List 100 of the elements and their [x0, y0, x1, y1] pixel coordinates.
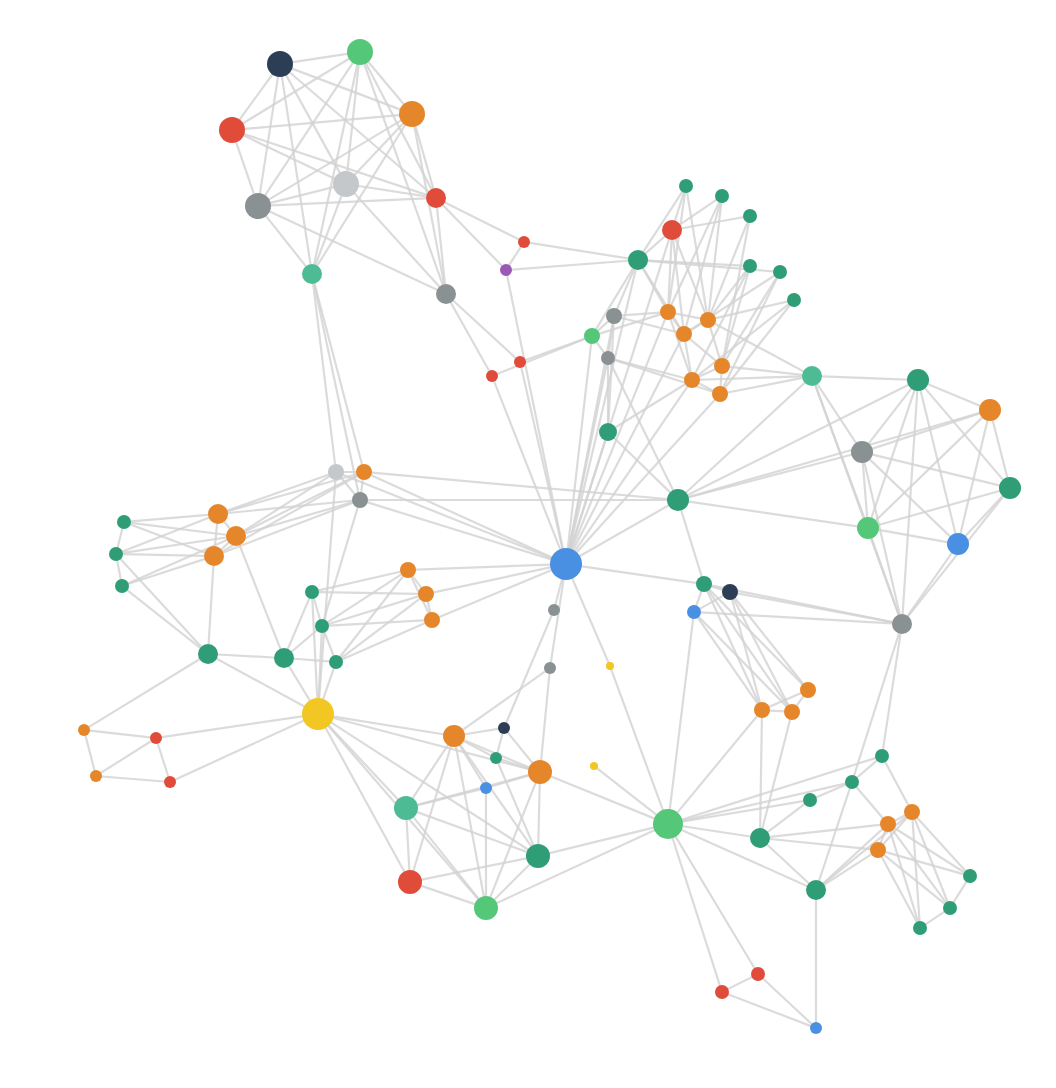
node-dot [870, 842, 886, 858]
node-dot [773, 265, 787, 279]
link-line [405, 818, 411, 872]
link-line [238, 544, 282, 650]
link-line [901, 389, 919, 616]
link-line [822, 815, 907, 885]
link-line [493, 380, 562, 551]
link-line [326, 573, 403, 624]
node-dot [329, 655, 343, 669]
node-dot [226, 526, 246, 546]
link-line [880, 855, 918, 923]
link-line [906, 551, 953, 617]
link-line [795, 695, 805, 707]
link-line [596, 320, 610, 332]
link-line [863, 461, 901, 616]
link-line [671, 837, 721, 987]
link-line [339, 575, 405, 658]
link-line [528, 241, 630, 260]
link-line [722, 221, 750, 360]
link-line [505, 614, 553, 724]
node-dot [164, 776, 176, 788]
link-line [713, 322, 805, 373]
link-line [874, 416, 984, 522]
link-line [881, 632, 902, 751]
link-line [680, 216, 745, 230]
link-line [463, 739, 531, 769]
link-line [668, 191, 687, 306]
link-line [867, 387, 913, 445]
link-line [342, 473, 553, 560]
link-line [269, 197, 428, 207]
link-line [364, 62, 433, 191]
node-dot [424, 612, 440, 628]
node-dot [436, 284, 456, 304]
node-dot [751, 967, 765, 981]
link-line [323, 631, 335, 657]
link-line [911, 818, 921, 923]
link-line [540, 672, 551, 762]
link-line [291, 52, 349, 64]
link-line [238, 73, 274, 121]
link-line [687, 453, 853, 499]
node-dot [806, 880, 826, 900]
link-line [548, 826, 655, 855]
link-line [708, 588, 804, 686]
node-dot [394, 796, 418, 820]
link-line [127, 538, 228, 585]
link-line [686, 383, 910, 497]
link-line [668, 617, 695, 811]
link-line [414, 563, 552, 571]
link-line [449, 301, 491, 372]
node-dot [514, 356, 526, 368]
node-dot [857, 517, 879, 539]
link-line [723, 304, 791, 389]
link-line [268, 119, 402, 201]
link-line [174, 719, 305, 781]
link-line [687, 411, 981, 499]
link-line [332, 715, 445, 736]
link-line [363, 63, 444, 286]
link-line [244, 501, 354, 535]
node-dot [109, 547, 123, 561]
link-line [871, 453, 1001, 487]
node-dot [913, 921, 927, 935]
link-line [412, 745, 452, 872]
link-line [264, 61, 354, 197]
node-dot [667, 489, 689, 511]
link-line [606, 363, 610, 425]
node-dot [528, 760, 552, 784]
link-line [317, 570, 402, 592]
link-line [823, 853, 873, 886]
link-line [726, 376, 804, 394]
link-line [686, 191, 708, 314]
node-dot [784, 704, 800, 720]
link-line [598, 313, 662, 335]
link-line [667, 238, 673, 306]
link-line [596, 767, 658, 816]
link-line [496, 337, 586, 375]
link-line [733, 597, 805, 685]
node-dot [418, 586, 434, 602]
link-line [116, 559, 122, 581]
link-line [327, 724, 399, 801]
node-dot [787, 293, 801, 307]
link-line [416, 788, 482, 807]
link-line [411, 575, 423, 589]
link-line [697, 303, 790, 377]
node-dot [875, 749, 889, 763]
link-line [698, 368, 716, 378]
link-line [327, 725, 480, 900]
link-line [312, 282, 360, 494]
link-line [871, 412, 981, 450]
link-line [288, 665, 311, 702]
link-line [927, 383, 981, 407]
link-line [554, 578, 564, 606]
node-dot [712, 386, 728, 402]
link-line [814, 384, 866, 519]
link-line [314, 195, 343, 266]
link-line [366, 498, 669, 502]
node-dot [544, 662, 556, 674]
link-line [642, 190, 684, 253]
node-dot [204, 546, 224, 566]
link-line [674, 238, 707, 314]
link-line [550, 775, 656, 820]
